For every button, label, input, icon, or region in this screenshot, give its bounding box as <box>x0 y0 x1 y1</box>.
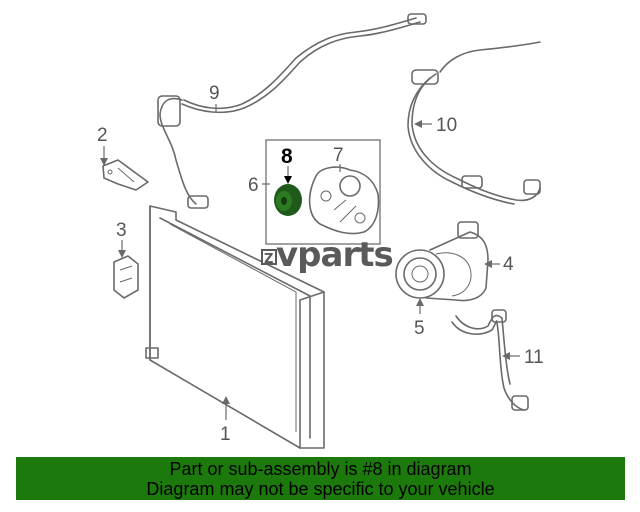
hose-part-11 <box>451 309 529 411</box>
compressor-bracket-part-7 <box>308 166 380 235</box>
callout-4: 4 <box>503 254 514 275</box>
bracket-part-2 <box>102 159 149 191</box>
highlighted-part-8 <box>274 184 302 216</box>
compressor <box>395 221 489 302</box>
condenser <box>145 205 325 449</box>
leader-lines <box>100 104 520 420</box>
hose-part-9 <box>157 13 427 209</box>
sub-assembly-box <box>265 139 381 245</box>
callout-10: 10 <box>436 115 457 136</box>
callout-1: 1 <box>220 424 231 445</box>
callout-9: 9 <box>209 83 220 104</box>
footer-line-1: Part or sub-assembly is #8 in diagram <box>169 458 472 479</box>
callout-6: 6 <box>248 175 259 196</box>
callout-8: 8 <box>281 145 293 168</box>
callout-3: 3 <box>116 220 127 241</box>
vparts-watermark: Z vparts <box>261 235 394 275</box>
bracket-part-3 <box>113 255 139 299</box>
footer-line-2: Diagram may not be specific to your vehi… <box>146 478 495 499</box>
footer-banner: Part or sub-assembly is #8 in diagram Di… <box>16 457 625 500</box>
callout-2: 2 <box>97 125 108 146</box>
hose-part-10 <box>407 41 541 205</box>
callout-5: 5 <box>414 318 425 339</box>
callout-7: 7 <box>333 145 344 166</box>
watermark-text: vparts <box>276 235 393 275</box>
watermark-logo-mark: Z <box>264 252 273 267</box>
callout-11: 11 <box>524 347 544 368</box>
